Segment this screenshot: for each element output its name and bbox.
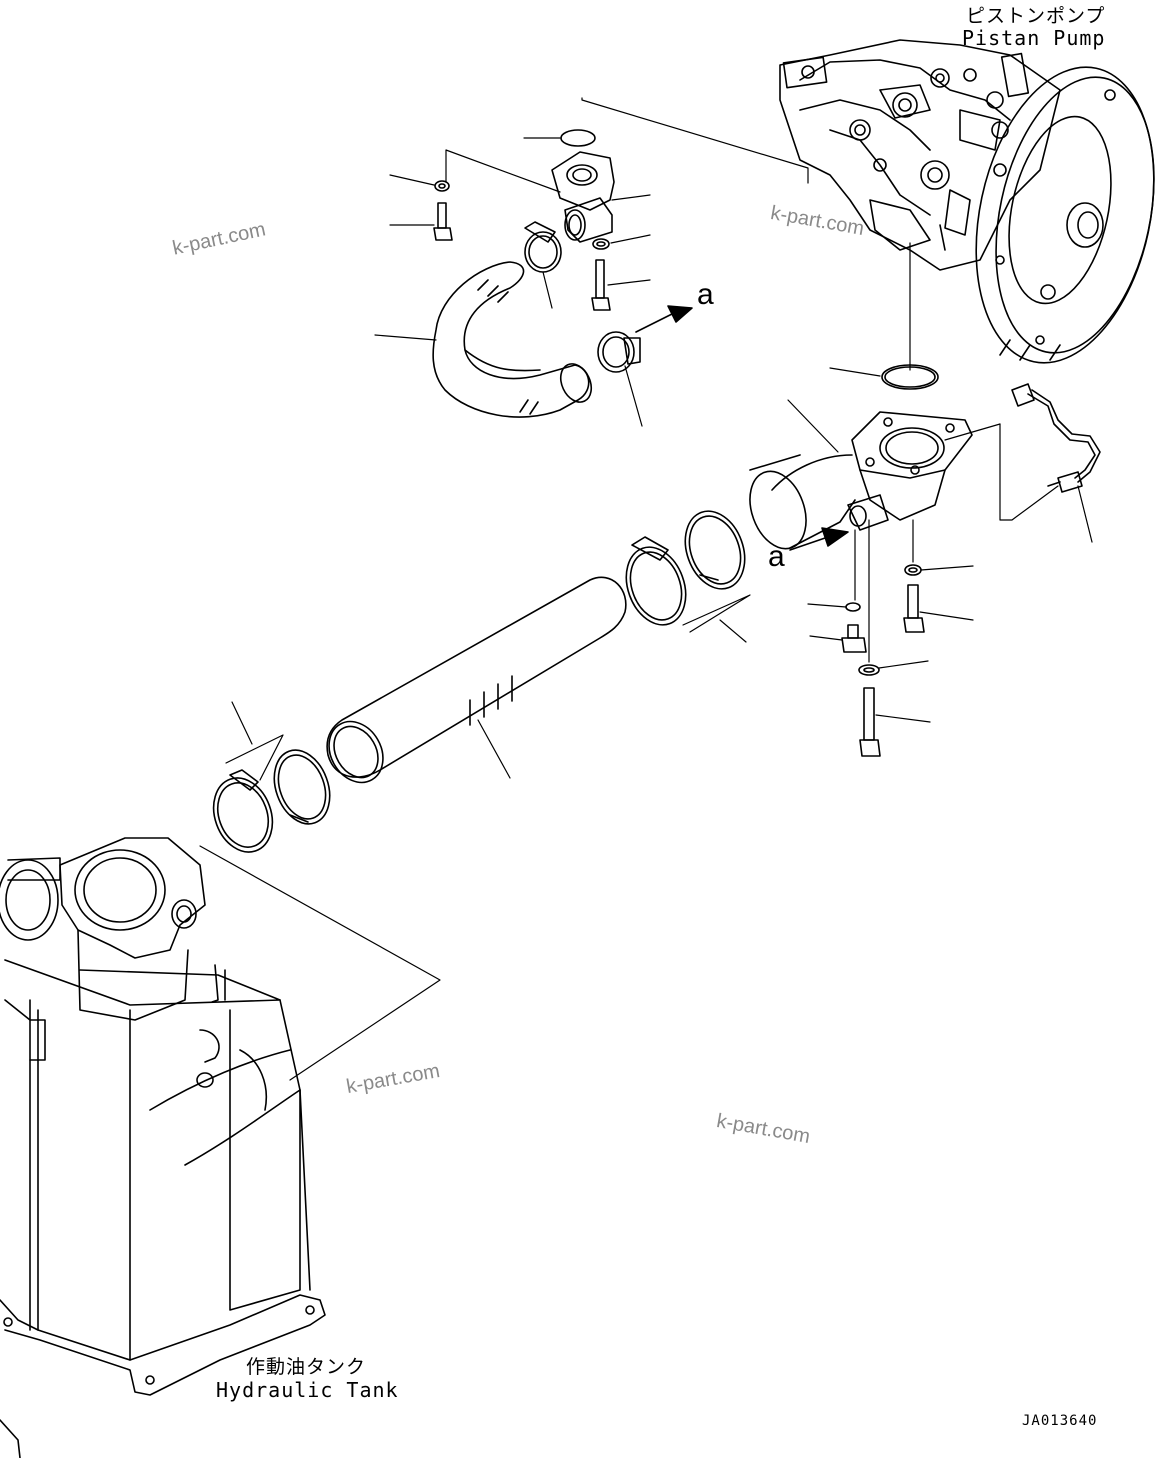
upper-clamp-bottom [597,331,643,427]
temperature-sensor [944,383,1101,543]
pump-label-jp: ピストンポンプ [966,5,1106,27]
view-a-label-lower: a [768,540,785,573]
upper-hose [374,261,593,418]
hydraulic-tank [0,837,326,1458]
upper-elbow-flange [551,151,651,243]
view-a-label-upper: a [697,278,714,311]
lower-plug [809,624,867,653]
view-a-arrow-upper [635,305,693,333]
view-a-arrow-lower [789,527,849,551]
pump-label-en: Pistan Pump [962,26,1106,50]
upper-washer-right [592,234,651,250]
lower-washer-right [904,564,974,576]
upper-bolt-left [389,202,453,241]
suction-hose [326,576,627,784]
upper-o-ring [523,129,596,147]
piston-pump [779,39,1155,364]
lower-long-bolt [859,687,931,757]
lower-clamps-pair [625,510,751,643]
upper-bolt-right [591,259,651,311]
lower-bolt-right [903,584,974,633]
upper-clamp-top [524,221,562,309]
lower-o-ring [829,364,939,390]
lower-small-o-ring [807,602,861,612]
lower-washer-long-bolt [858,660,929,676]
drawing-code: JA013640 [1022,1413,1098,1429]
tank-label-en: Hydraulic Tank [216,1378,399,1402]
tank-label-jp: 作動油タンク [246,1356,367,1378]
lower-elbow-flange [749,399,973,550]
left-clamps-pair [199,701,441,1081]
upper-washer-left [389,149,561,193]
